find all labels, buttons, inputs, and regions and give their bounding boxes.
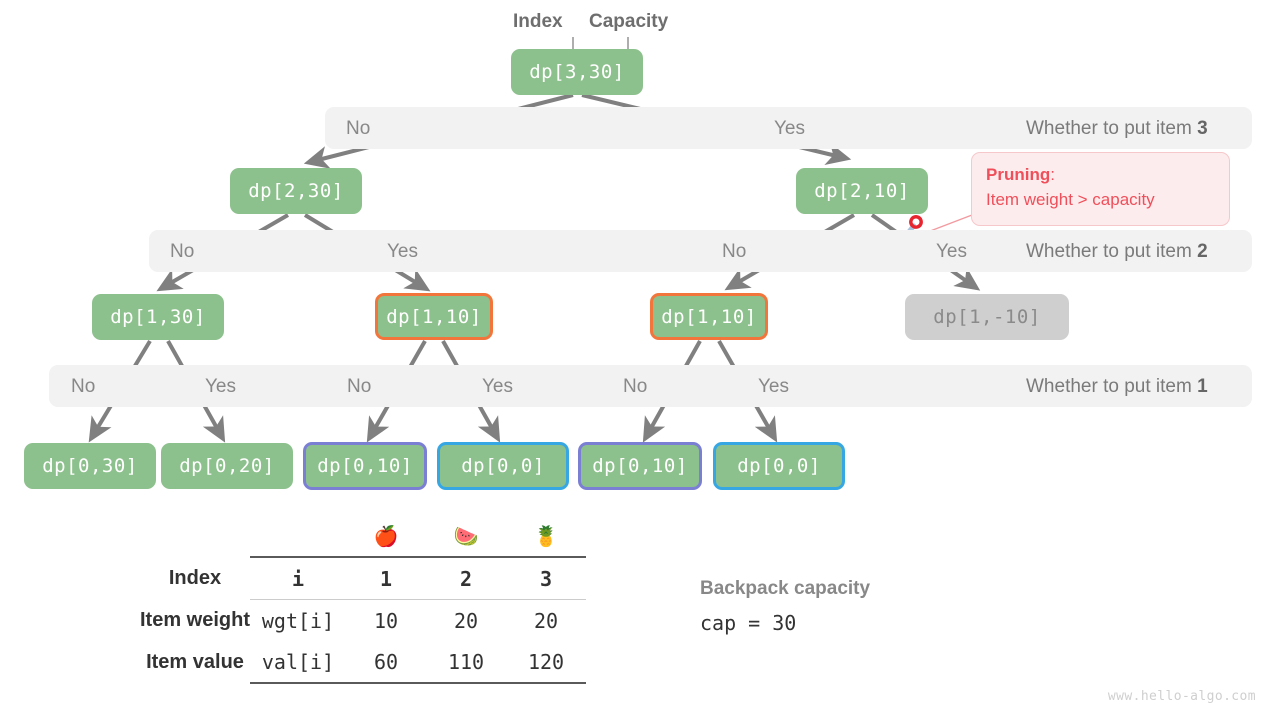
- emoji-key-spacer: [250, 515, 346, 557]
- band2-yes-left-label: Yes: [387, 241, 418, 262]
- node-dp-1-10-left[interactable]: dp[1,10]: [375, 293, 493, 340]
- leaf-dp-0-0-right[interactable]: dp[0,0]: [713, 442, 845, 490]
- leaf-dp-0-10-right[interactable]: dp[0,10]: [578, 442, 702, 490]
- pruning-callout-colon: :: [1050, 165, 1055, 184]
- node-dp-2-10[interactable]: dp[2,10]: [796, 168, 928, 214]
- band2-no-right-label: No: [722, 241, 747, 262]
- decision-band-item-1: [49, 365, 1252, 407]
- index-value-1: 1: [346, 556, 427, 600]
- band2-no-left-label: No: [170, 241, 195, 262]
- index-annotation-label: Index: [513, 11, 563, 32]
- node-dp-1-30[interactable]: dp[1,30]: [92, 294, 224, 340]
- pruning-callout-title-row: Pruning:: [986, 163, 1215, 188]
- leaf-dp-0-0-left[interactable]: dp[0,0]: [437, 442, 569, 490]
- row-header-weight: Item weight: [140, 608, 251, 631]
- row-header-index: Index: [168, 566, 222, 589]
- weight-value-2: 20: [453, 608, 479, 633]
- capacity-annotation-label: Capacity: [589, 11, 669, 32]
- band1-yes-b-label: Yes: [482, 376, 513, 397]
- band2-question-num: 2: [1197, 241, 1208, 262]
- decision-band-item-2: [149, 230, 1252, 272]
- backpack-capacity-note: Backpack capacity cap = 30: [700, 578, 870, 635]
- table-row-weight: Item weight wgt[i] 10 20 20: [140, 600, 586, 642]
- emoji-row-spacer: [140, 515, 250, 557]
- pruning-callout-text: Item weight > capacity: [986, 189, 1155, 209]
- item-spec-table: 🍎 🍉 🍍 Index i 1 2 3 Item weight wgt[i] 1…: [140, 515, 700, 684]
- node-dp-3-30[interactable]: dp[3,30]: [511, 49, 643, 95]
- band1-no-c-label: No: [623, 376, 648, 397]
- node-dp-2-30[interactable]: dp[2,30]: [230, 168, 362, 214]
- watermark: www.hello-algo.com: [1107, 689, 1256, 704]
- item-emoji-1: 🍎: [373, 523, 399, 548]
- row-key-weight: wgt[i]: [261, 608, 335, 633]
- row-header-value: Item value: [146, 650, 244, 673]
- node-dp-1-neg10-pruned: dp[1,-10]: [905, 294, 1069, 340]
- node-dp-1-10-right[interactable]: dp[1,10]: [650, 293, 768, 340]
- index-value-3: 3: [506, 556, 587, 600]
- weight-value-3: 20: [533, 608, 559, 633]
- capacity-note-value: cap = 30: [700, 611, 797, 635]
- leaf-dp-0-10-left[interactable]: dp[0,10]: [303, 442, 427, 490]
- band3-no-label: No: [346, 118, 371, 139]
- band1-question: Whether to put item 1: [1026, 377, 1208, 396]
- band1-no-a-label: No: [71, 376, 96, 397]
- band1-yes-c-label: Yes: [758, 376, 789, 397]
- band3-question: Whether to put item 3: [1026, 119, 1208, 138]
- weight-value-1: 10: [373, 608, 399, 633]
- decision-band-item-3: [325, 107, 1252, 149]
- row-key-value: val[i]: [250, 641, 347, 684]
- value-value-2: 110: [426, 641, 507, 684]
- table-row-value: Item value val[i] 60 110 120: [140, 641, 587, 684]
- table-emoji-row: 🍎 🍉 🍍: [140, 515, 586, 557]
- band1-no-b-label: No: [347, 376, 372, 397]
- band3-question-num: 3: [1197, 118, 1208, 139]
- leaf-dp-0-20[interactable]: dp[0,20]: [161, 443, 293, 489]
- band1-yes-a-label: Yes: [205, 376, 236, 397]
- band1-question-num: 1: [1197, 376, 1208, 397]
- table-row-index: Index i 1 2 3: [140, 556, 587, 600]
- capacity-note-title: Backpack capacity: [700, 578, 871, 599]
- band3-question-text: Whether to put item: [1026, 118, 1198, 139]
- row-key-index: i: [250, 556, 347, 600]
- value-value-3: 120: [506, 641, 587, 684]
- item-emoji-3: 🍍: [533, 523, 559, 548]
- band3-yes-label: Yes: [774, 118, 805, 139]
- band2-question-text: Whether to put item: [1026, 241, 1198, 262]
- band1-question-text: Whether to put item: [1026, 376, 1198, 397]
- value-value-1: 60: [346, 641, 427, 684]
- pruning-callout: Pruning: Item weight > capacity: [971, 152, 1230, 226]
- leaf-dp-0-30[interactable]: dp[0,30]: [24, 443, 156, 489]
- index-value-2: 2: [426, 556, 507, 600]
- band2-question: Whether to put item 2: [1026, 242, 1208, 261]
- pruning-callout-title: Pruning: [986, 165, 1051, 184]
- item-emoji-2: 🍉: [453, 523, 479, 548]
- band2-yes-right-label: Yes: [936, 241, 967, 262]
